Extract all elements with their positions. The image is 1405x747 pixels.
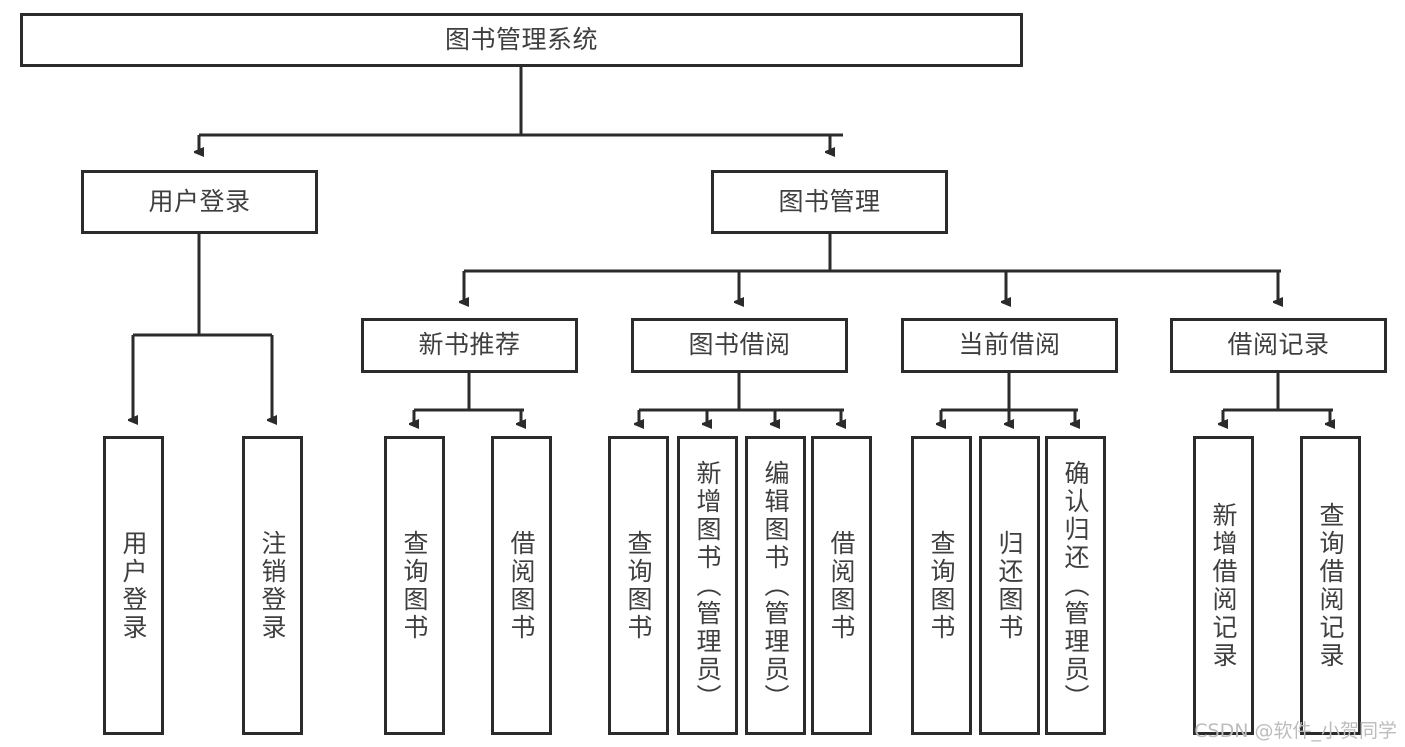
node-label: 确认归还（管理员） — [1061, 459, 1090, 712]
node-label: 图书借阅 — [688, 330, 791, 360]
node-label: 借阅记录 — [1227, 330, 1330, 360]
node-leaf-borrow-record-query[interactable]: 查询借阅记录 — [1300, 436, 1361, 735]
node-label: 借阅图书 — [827, 529, 856, 642]
node-root-book-management-system[interactable]: 图书管理系统 — [20, 13, 1023, 67]
node-leaf-current-borrow-query[interactable]: 查询图书 — [911, 436, 972, 735]
node-leaf-current-borrow-return[interactable]: 归还图书 — [979, 436, 1040, 735]
node-leaf-book-borrow-query[interactable]: 查询图书 — [608, 436, 669, 735]
node-current-borrow[interactable]: 当前借阅 — [901, 318, 1118, 373]
node-leaf-current-borrow-confirm-return[interactable]: 确认归还（管理员） — [1045, 436, 1106, 735]
node-new-book-recommend[interactable]: 新书推荐 — [361, 318, 578, 373]
node-leaf-borrow-record-add[interactable]: 新增借阅记录 — [1193, 436, 1254, 735]
node-leaf-book-borrow-add[interactable]: 新增图书（管理员） — [677, 436, 738, 735]
node-label: 查询借阅记录 — [1316, 501, 1345, 670]
node-label: 用户登录 — [119, 529, 148, 642]
node-label: 查询图书 — [400, 529, 429, 642]
node-label: 新书推荐 — [418, 330, 521, 360]
node-leaf-book-borrow-borrow[interactable]: 借阅图书 — [811, 436, 872, 735]
node-label: 查询图书 — [927, 529, 956, 642]
node-leaf-user-login-logout[interactable]: 注销登录 — [242, 436, 303, 735]
node-label: 借阅图书 — [507, 529, 536, 642]
node-leaf-book-borrow-edit[interactable]: 编辑图书（管理员） — [745, 436, 806, 735]
node-borrow-record[interactable]: 借阅记录 — [1170, 318, 1387, 373]
node-label: 查询图书 — [624, 529, 653, 642]
node-book-management[interactable]: 图书管理 — [711, 170, 948, 234]
node-label: 编辑图书（管理员） — [761, 459, 790, 712]
node-leaf-new-book-borrow[interactable]: 借阅图书 — [491, 436, 552, 735]
node-label: 用户登录 — [148, 186, 251, 216]
node-label: 当前借阅 — [958, 330, 1061, 360]
node-label: 注销登录 — [258, 529, 287, 642]
node-label: 新增借阅记录 — [1209, 501, 1238, 670]
node-label: 图书管理系统 — [444, 24, 598, 54]
node-label: 图书管理 — [778, 186, 881, 216]
node-leaf-user-login-login[interactable]: 用户登录 — [103, 436, 164, 735]
node-leaf-new-book-query[interactable]: 查询图书 — [384, 436, 445, 735]
node-label: 新增图书（管理员） — [693, 459, 722, 712]
node-book-borrow[interactable]: 图书借阅 — [631, 318, 848, 373]
node-user-login[interactable]: 用户登录 — [81, 170, 318, 234]
node-label: 归还图书 — [995, 529, 1024, 642]
